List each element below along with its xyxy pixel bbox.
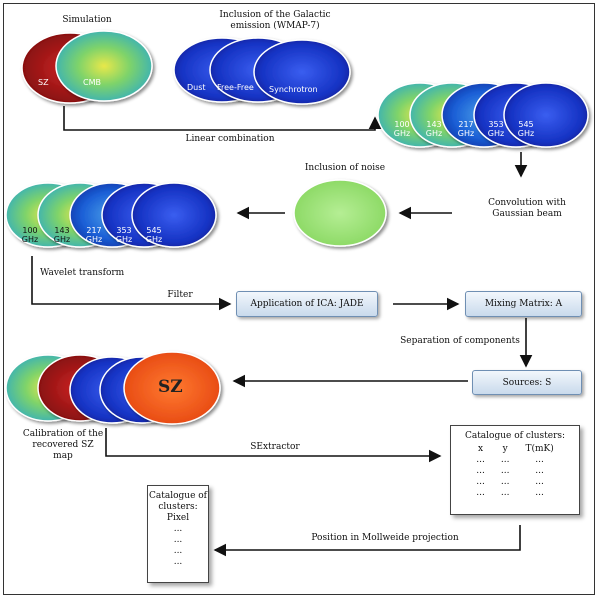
catalogue-right-table: x y T(mK) ... ... ... ... ... ... ... ..… [468, 444, 561, 499]
table-cell: ... [500, 488, 510, 498]
calibration-label: Calibration of the recovered SZ map [22, 429, 104, 461]
catalogue-left-subtitle: Pixel [166, 513, 190, 523]
freq-label-left-353: 353 GHz [115, 226, 133, 244]
catalogue-right-header-y: y [502, 444, 508, 454]
table-cell: ... [535, 455, 544, 465]
freq-label-top-545: 545 GHz [517, 120, 535, 138]
convolution-label: Convolution with Gaussian beam [488, 198, 566, 219]
table-cell: ... [535, 488, 544, 498]
frequency-maps-top [377, 82, 589, 148]
list-item: ... [173, 524, 183, 534]
simulation-maps [21, 30, 153, 104]
recovered-sz-map [123, 351, 221, 425]
position-arrow [213, 525, 521, 557]
sources-box: Sources: S [472, 370, 582, 395]
sextractor-arrow [105, 428, 442, 463]
catalogue-clusters-right: Catalogue of clusters: x y T(mK) ... ...… [450, 425, 580, 515]
table-row: ... ... ... [468, 466, 561, 477]
noise-map [293, 179, 387, 247]
catalogue-right-header-t: T(mK) [525, 444, 554, 454]
mixing-matrix-box: Mixing Matrix: A [465, 291, 582, 317]
table-row: ... ... ... [468, 488, 561, 499]
diagram-frame [3, 3, 595, 595]
ica-jade-box: Application of ICA: JADE [236, 291, 378, 317]
synchrotron-map [253, 39, 351, 105]
linear-combination-label: Linear combination [185, 134, 275, 144]
cmb-map-tag: CMB [83, 78, 101, 87]
wavelet-label: Wavelet transform [40, 268, 125, 278]
wavelet-arrow [31, 256, 232, 311]
cmb-sim-map [55, 30, 153, 102]
sextractor-label: SExtractor [250, 442, 300, 452]
list-item: ... [173, 535, 183, 545]
synchrotron-map-tag: Synchrotron [269, 85, 318, 94]
list-item: ... [173, 546, 183, 556]
table-row: ... ... ... [468, 455, 561, 466]
freq-label-top-143: 143 GHz [425, 120, 443, 138]
table-cell: ... [500, 455, 510, 465]
freq-label-left-217: 217 GHz [85, 226, 103, 244]
freefree-map-tag: Free-Free [217, 83, 254, 92]
position-label: Position in Mollweide projection [311, 533, 459, 543]
filter-label: Filter [167, 290, 193, 300]
freq-label-left-545: 545 GHz [145, 226, 163, 244]
freq-label-left-143: 143 GHz [53, 226, 71, 244]
catalogue-left-title: Catalogue of clusters: [148, 491, 208, 512]
table-cell: ... [476, 488, 485, 498]
freq-label-top-100: 100 GHz [393, 120, 411, 138]
recovered-maps [5, 351, 221, 425]
table-cell: ... [535, 466, 544, 476]
linear-combination-arrow [63, 106, 382, 131]
freq-label-top-353: 353 GHz [487, 120, 505, 138]
table-cell: ... [476, 455, 485, 465]
list-item: ... [173, 557, 183, 567]
simulation-label: Simulation [62, 15, 112, 25]
dust-map-tag: Dust [187, 83, 206, 92]
freq-map-left-545 [131, 182, 217, 248]
freq-map-top-545 [503, 82, 589, 148]
table-cell: ... [476, 477, 485, 487]
sz-recovered-tag: SZ [158, 377, 183, 397]
noise-label: Inclusion of noise [304, 163, 386, 173]
separation-label: Separation of components [400, 336, 520, 346]
table-cell: ... [535, 477, 544, 487]
table-cell: ... [500, 477, 510, 487]
catalogue-clusters-left: Catalogue of clusters: Pixel ... ... ...… [147, 485, 209, 583]
table-cell: ... [500, 466, 510, 476]
catalogue-right-title: Catalogue of clusters: [464, 431, 566, 441]
frequency-maps-left [5, 182, 217, 248]
catalogue-right-header: x y T(mK) [468, 444, 561, 455]
table-row: ... ... ... [468, 477, 561, 488]
galactic-maps [173, 37, 351, 105]
sz-map-tag: SZ [38, 78, 49, 87]
table-cell: ... [476, 466, 485, 476]
catalogue-right-header-x: x [478, 444, 484, 454]
galactic-label: Inclusion of the Galactic emission (WMAP… [219, 10, 331, 31]
flow-arrows [31, 106, 533, 557]
freq-label-left-100: 100 GHz [21, 226, 39, 244]
freq-label-top-217: 217 GHz [457, 120, 475, 138]
